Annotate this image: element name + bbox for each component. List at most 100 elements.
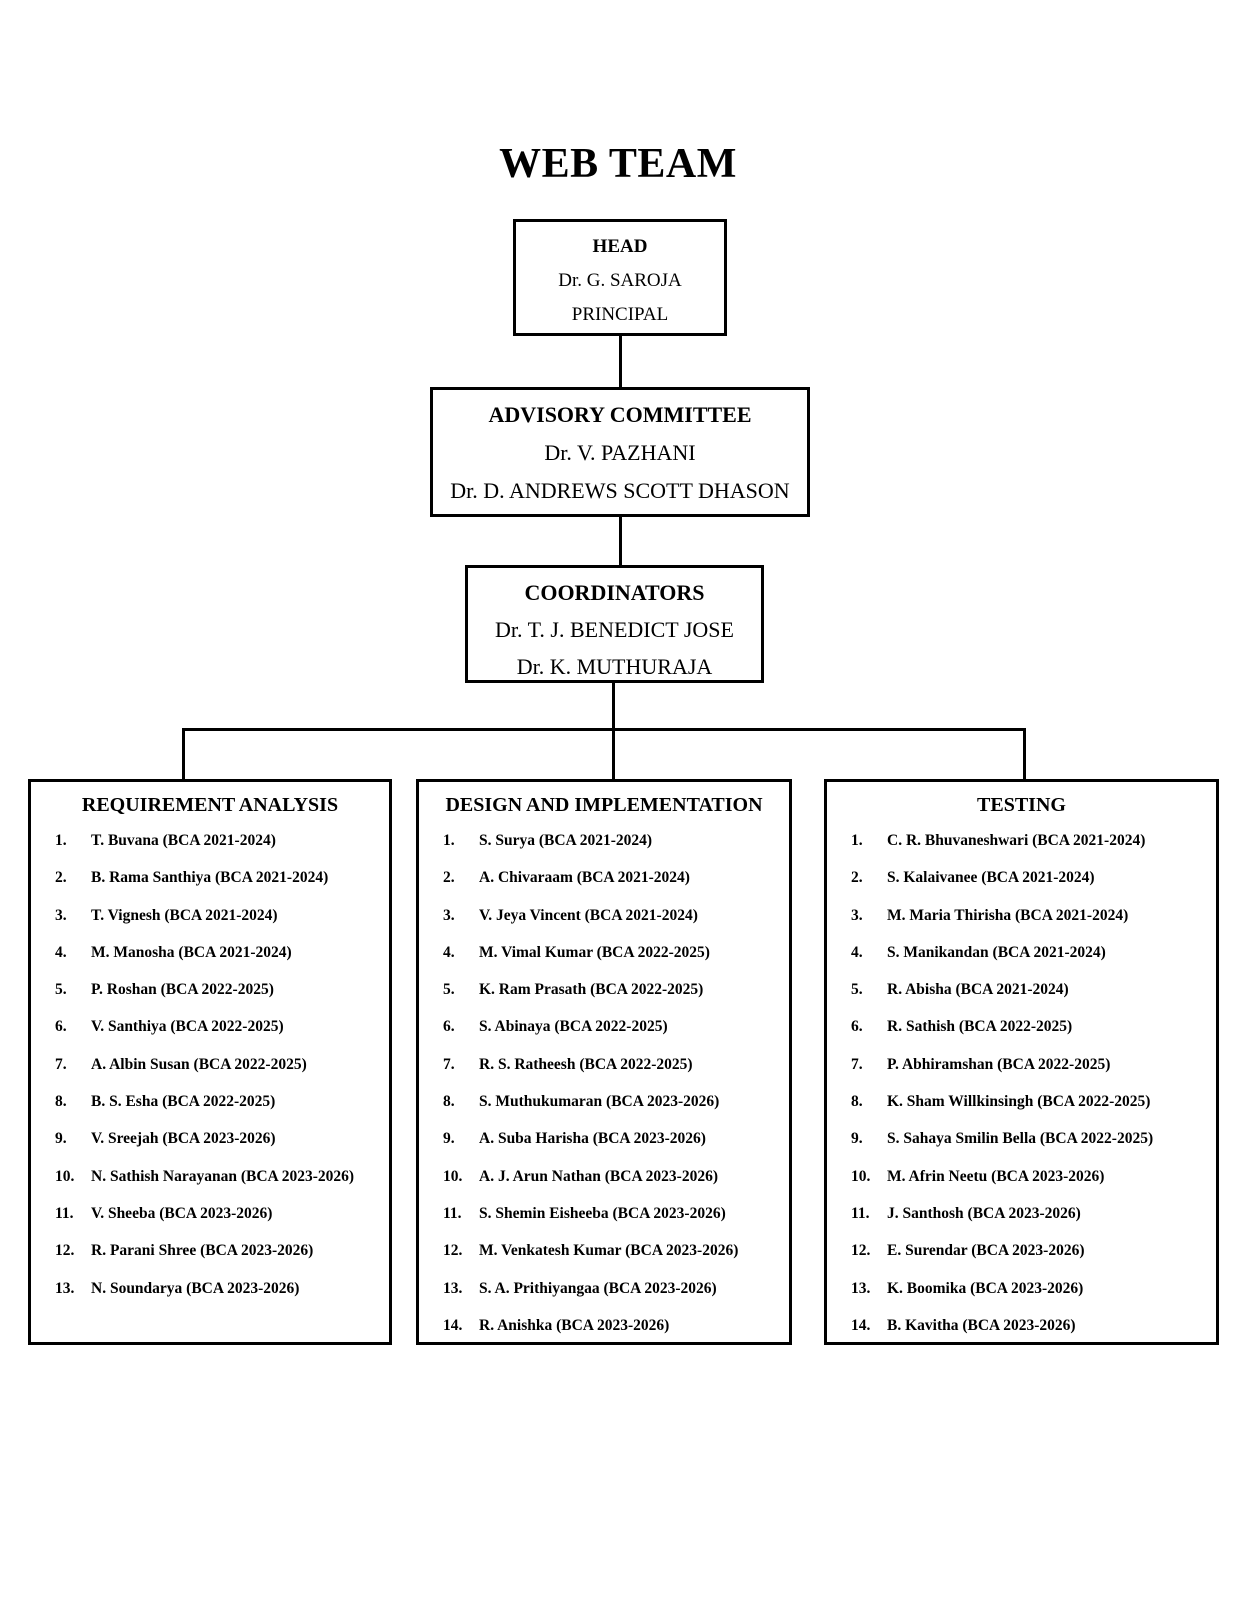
member-number: 12. (55, 1242, 75, 1260)
member-name: M. Venkatesh Kumar (BCA 2023-2026) (479, 1242, 739, 1260)
team-design-and-implementation: DESIGN AND IMPLEMENTATION 1.S. Surya (BC… (416, 779, 792, 1345)
member-number: 6. (55, 1018, 67, 1036)
list-item: 6.R. Sathish (BCA 2022-2025) (827, 1008, 1216, 1045)
member-list: 1.T. Buvana (BCA 2021-2024)2.B. Rama San… (31, 822, 389, 1307)
member-name: S. Manikandan (BCA 2021-2024) (887, 943, 1106, 961)
member-name: R. Abisha (BCA 2021-2024) (887, 981, 1069, 999)
coordinator-member: Dr. K. MUTHURAJA (516, 654, 713, 679)
list-item: 8.B. S. Esha (BCA 2022-2025) (31, 1083, 389, 1120)
head-box: HEAD Dr. G. SAROJA PRINCIPAL (513, 219, 727, 336)
head-name: Dr. G. SAROJA (558, 270, 682, 291)
list-item: 4.M. Vimal Kumar (BCA 2022-2025) (419, 934, 789, 971)
member-name: V. Sreejah (BCA 2023-2026) (91, 1130, 276, 1148)
member-list: 1.C. R. Bhuvaneshwari (BCA 2021-2024) 2. S… (827, 822, 1216, 1344)
member-name: A. Albin Susan (BCA 2022-2025) (91, 1055, 307, 1073)
member-number: 5. (55, 981, 67, 999)
member-name: S. Abinaya (BCA 2022-2025) (479, 1018, 668, 1036)
member-number: 5. (443, 981, 455, 999)
list-item: 11.J. Santhosh (BCA 2023-2026) (827, 1195, 1216, 1232)
list-item: 10. N. Sathish Narayanan (BCA 2023-2026) (31, 1158, 389, 1195)
member-name: R. Sathish (BCA 2022-2025) (887, 1018, 1073, 1036)
member-number: 3. (851, 906, 863, 924)
list-item: 6. S. Abinaya (BCA 2022-2025) (419, 1008, 789, 1045)
list-item: 13.S. A. Prithiyangaa (BCA 2023-2026) (419, 1270, 789, 1307)
member-name: S. Kalaivanee (BCA 2021-2024) (887, 869, 1095, 887)
list-item: 2.B. Rama Santhiya (BCA 2021-2024) (31, 859, 389, 896)
coordinator-member: Dr. T. J. BENEDICT JOSE (495, 617, 734, 642)
member-number: 11. (55, 1204, 74, 1222)
list-item: 10.A. J. Arun Nathan (BCA 2023-2026) (419, 1158, 789, 1195)
member-number: 1. (443, 832, 455, 849)
member-number: 2. (55, 869, 67, 887)
member-number: 14. (851, 1316, 871, 1334)
member-number: 3. (55, 906, 67, 924)
member-number: 4. (851, 943, 863, 961)
member-name: A. J. Arun Nathan (BCA 2023-2026) (479, 1167, 718, 1185)
team-requirement-analysis: REQUIREMENT ANALYSIS 1.T. Buvana (BCA 20… (28, 779, 392, 1345)
member-name: N. Sathish Narayanan (BCA 2023-2026) (91, 1167, 355, 1185)
connector-branch-testing (1023, 728, 1026, 779)
member-name: T. Vignesh (BCA 2021-2024) (91, 906, 278, 924)
member-number: 12. (443, 1242, 463, 1260)
member-name: V. Jeya Vincent (BCA 2021-2024) (479, 906, 698, 924)
team-heading: TESTING (977, 794, 1066, 816)
member-number: 7. (851, 1055, 863, 1073)
list-item: 12.R. Parani Shree (BCA 2023-2026) (31, 1232, 389, 1269)
connector-branch-requirement (182, 728, 185, 779)
list-item: 3. T. Vignesh (BCA 2021-2024) (31, 897, 389, 934)
connector-advisory-coordinators (619, 517, 622, 565)
member-name: K. Ram Prasath (BCA 2022-2025) (479, 981, 704, 999)
member-name: M. Afrin Neetu (BCA 2023-2026) (887, 1167, 1105, 1185)
head-role: PRINCIPAL (571, 304, 669, 325)
member-number: 10. (851, 1167, 871, 1185)
member-number: 2. (851, 869, 863, 887)
member-number: 6. (443, 1018, 455, 1036)
coordinators-heading: COORDINATORS (524, 580, 705, 605)
list-item: 3.M. Maria Thirisha (BCA 2021-2024) (827, 897, 1216, 934)
connector-head-advisory (619, 336, 622, 387)
member-name: N. Soundarya (BCA 2023-2026) (91, 1279, 300, 1297)
member-number: 10. (55, 1167, 75, 1185)
member-number: 4. (55, 943, 67, 961)
member-name: R. S. Ratheesh (BCA 2022-2025) (479, 1055, 693, 1073)
member-number: 13. (55, 1279, 75, 1297)
member-name: M. Vimal Kumar (BCA 2022-2025) (479, 943, 710, 961)
list-item: 7.R. S. Ratheesh (BCA 2022-2025) (419, 1046, 789, 1083)
member-name: T. Buvana (BCA 2021-2024) (91, 832, 276, 849)
team-testing: TESTING 1.C. R. Bhuvaneshwari (BCA 2021-… (824, 779, 1219, 1345)
coordinators-box: COORDINATORS Dr. T. J. BENEDICT JOSE Dr.… (465, 565, 764, 683)
member-name: E. Surendar (BCA 2023-2026) (887, 1242, 1085, 1260)
head-heading: HEAD (592, 236, 648, 257)
list-item: 1.C. R. Bhuvaneshwari (BCA 2021-2024) (827, 822, 1216, 859)
member-name: B. Kavitha (BCA 2023-2026) (887, 1316, 1076, 1334)
member-number: 9. (443, 1130, 455, 1148)
member-name: P. Roshan (BCA 2022-2025) (91, 981, 274, 999)
list-item: 5. K. Ram Prasath (BCA 2022-2025) (419, 971, 789, 1008)
list-item: 10. M. Afrin Neetu (BCA 2023-2026) (827, 1158, 1216, 1195)
member-list: 1.S. Surya (BCA 2021-2024) 2. A. Chivaraam… (419, 822, 789, 1344)
member-name: P. Abhiramshan (BCA 2022-2025) (887, 1055, 1111, 1073)
list-item: 13.K. Boomika (BCA 2023-2026) (827, 1270, 1216, 1307)
member-number: 14. (443, 1316, 463, 1334)
member-number: 12. (851, 1242, 871, 1260)
member-name: S. A. Prithiyangaa (BCA 2023-2026) (479, 1279, 717, 1297)
list-item: 14. B. Kavitha (BCA 2023-2026) (827, 1307, 1216, 1344)
list-item: 2. S. Kalaivanee (BCA 2021-2024) (827, 859, 1216, 896)
list-item: 1.T. Buvana (BCA 2021-2024) (31, 822, 389, 859)
member-name: A. Chivaraam (BCA 2021-2024) (479, 869, 690, 887)
list-item: 8.S. Muthukumaran (BCA 2023-2026) (419, 1083, 789, 1120)
member-number: 8. (443, 1093, 455, 1111)
list-item: 3.V. Jeya Vincent (BCA 2021-2024) (419, 897, 789, 934)
member-name: S. Shemin Eisheeba (BCA 2023-2026) (479, 1204, 726, 1222)
list-item: 9.A. Suba Harisha (BCA 2023-2026) (419, 1120, 789, 1157)
member-number: 2. (443, 869, 455, 887)
advisory-committee-box: ADVISORY COMMITTEE Dr. V. PAZHANI Dr. D.… (430, 387, 810, 517)
member-name: C. R. Bhuvaneshwari (BCA 2021-2024) (887, 832, 1146, 849)
member-name: V. Sheeba (BCA 2023-2026) (91, 1204, 273, 1222)
member-name: V. Santhiya (BCA 2022-2025) (91, 1018, 284, 1036)
list-item: 4. S. Manikandan (BCA 2021-2024) (827, 934, 1216, 971)
page-title: WEB TEAM (499, 141, 737, 187)
list-item: 11.S. Shemin Eisheeba (BCA 2023-2026) (419, 1195, 789, 1232)
list-item: 1.S. Surya (BCA 2021-2024) (419, 822, 789, 859)
member-number: 7. (55, 1055, 67, 1073)
